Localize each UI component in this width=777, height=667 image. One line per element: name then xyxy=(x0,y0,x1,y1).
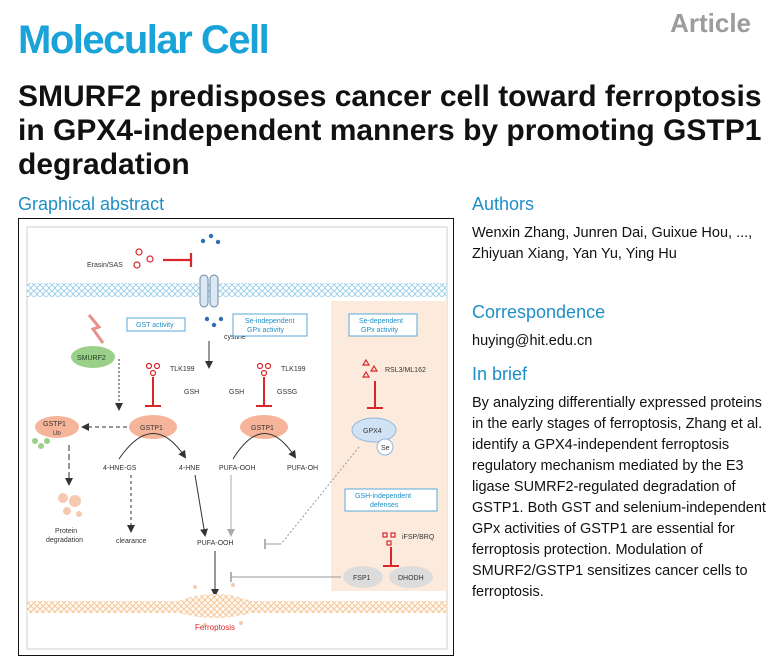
ifsp-icon xyxy=(382,532,396,546)
ferroptosis-debris xyxy=(193,583,243,627)
erasin-label: Erasin/SAS xyxy=(87,262,123,269)
cystine-dots xyxy=(200,233,224,328)
cystine-label: cystine xyxy=(224,334,246,341)
protein-deg-label-2: degradation xyxy=(46,537,83,544)
gstp1-b-label: GSTP1 xyxy=(251,425,274,432)
ferroptosis-label: Ferroptosis xyxy=(195,623,235,632)
gst-activity-label: GST activity xyxy=(136,322,174,329)
gsh-indep-label-1: GSH-independent xyxy=(355,493,411,500)
ubiquitin-chain-icon xyxy=(32,438,50,449)
protein-deg-label-1: Protein xyxy=(55,528,77,535)
gsh-indep-label-2: defenses xyxy=(370,502,399,509)
gstp1-ub-label: GSTP1 xyxy=(43,421,66,428)
gstp1-node-a xyxy=(129,415,177,439)
selenium-node xyxy=(376,438,394,456)
se-dependent-box xyxy=(348,313,418,337)
smurf2-node xyxy=(71,346,115,368)
clearance-label: clearance xyxy=(116,538,146,545)
fsp1-label: FSP1 xyxy=(353,575,371,582)
authors-heading: Authors xyxy=(472,194,535,214)
rsl3-icon xyxy=(361,358,379,378)
se-label: Se xyxy=(381,445,390,452)
journal-logo: Molecular Cell xyxy=(18,18,270,62)
correspondence-section: Correspondence huying@hit.edu.cn xyxy=(472,302,768,352)
gpx4-node xyxy=(351,417,397,443)
tlk199-a-label: TLK199 xyxy=(170,366,195,373)
ifsp-label: iFSP/BRQ xyxy=(402,534,435,541)
gsh-independent-box xyxy=(344,488,438,512)
se-indep-label-2: GPx activity xyxy=(247,327,284,334)
gsh-a-label: GSH xyxy=(184,389,199,396)
hne-gs-label: 4-HNE-GS xyxy=(103,465,137,472)
erasin-molecule-icon xyxy=(133,248,154,269)
in-brief-section: In brief By analyzing differentially exp… xyxy=(472,364,768,603)
se-dep-label-1: Se-dependent xyxy=(359,318,403,325)
cell-membrane-top xyxy=(27,283,447,297)
gstp1-a-label: GSTP1 xyxy=(140,425,163,432)
tlk199-a-icon xyxy=(145,362,161,377)
authors-list: Wenxin Zhang, Junren Dai, Guixue Hou, ..… xyxy=(472,225,753,262)
tlk199-b-label: TLK199 xyxy=(281,366,306,373)
graphical-abstract-figure: cystine Erasin/SAS GST activity Se-indep… xyxy=(18,218,454,656)
in-brief-heading: In brief xyxy=(472,364,528,384)
pufa-ooh-label: PUFA-OOH xyxy=(219,465,256,472)
dhodh-node xyxy=(389,566,433,588)
gssg-label: GSSG xyxy=(277,389,297,396)
ub-label: Ub xyxy=(53,431,61,437)
article-title: SMURF2 predisposes cancer cell toward fe… xyxy=(18,80,762,181)
hne-label: 4-HNE xyxy=(179,465,200,472)
gstp1-ub-node xyxy=(35,416,79,438)
cell-membrane-bottom xyxy=(27,594,447,618)
tlk199-b-icon xyxy=(256,362,272,377)
pufa-ooh-center-label: PUFA-OOH xyxy=(197,540,234,547)
gstp1-node-b xyxy=(240,415,288,439)
authors-section: Authors Wenxin Zhang, Junren Dai, Guixue… xyxy=(472,194,768,265)
in-brief-text: By analyzing differentially expressed pr… xyxy=(472,395,766,600)
gst-activity-box xyxy=(126,317,186,332)
article-type-label: Article xyxy=(670,8,751,38)
graphical-abstract-diagram: cystine Erasin/SAS GST activity Se-indep… xyxy=(26,226,448,650)
cystine-transporter xyxy=(199,274,219,308)
smurf2-label: SMURF2 xyxy=(77,355,106,362)
se-dep-label-2: GPx activity xyxy=(361,327,398,334)
gpx4-label: GPX4 xyxy=(363,428,382,435)
protein-degradation-icon xyxy=(58,493,82,517)
rsl3-label: RSL3/ML162 xyxy=(385,367,426,374)
pufa-oh-label: PUFA-OH xyxy=(287,465,318,472)
lightning-icon xyxy=(87,314,105,344)
se-indep-label-1: Se-independent xyxy=(245,318,294,325)
fsp1-node xyxy=(343,566,383,588)
dhodh-label: DHODH xyxy=(398,575,424,582)
correspondence-email[interactable]: huying@hit.edu.cn xyxy=(472,333,593,349)
gsh-b-label: GSH xyxy=(229,389,244,396)
graphical-abstract-heading: Graphical abstract xyxy=(18,194,165,214)
se-independent-box xyxy=(232,313,308,337)
correspondence-heading: Correspondence xyxy=(472,302,606,322)
